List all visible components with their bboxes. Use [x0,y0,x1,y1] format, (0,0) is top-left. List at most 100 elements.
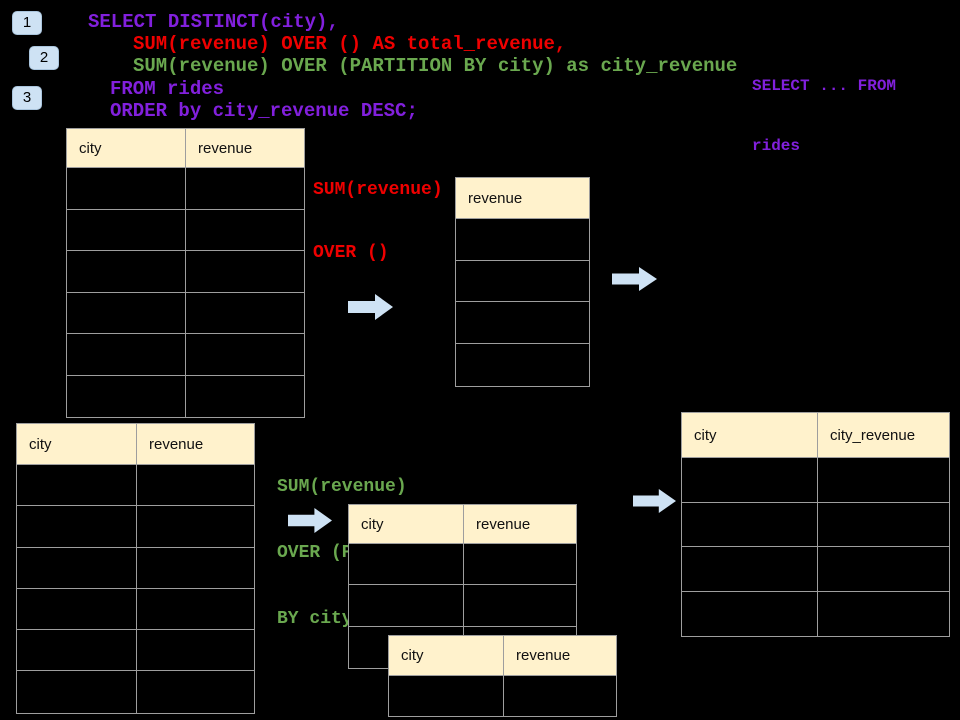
side-note-line-1: SELECT ... FROM [752,77,897,95]
column-header-city: city [349,505,464,544]
table-body [682,458,949,636]
table-row [389,676,616,716]
table-city-revenue-result: city city_revenue [681,412,950,637]
table-row [17,465,254,507]
table-row [349,544,576,586]
table-row [17,588,254,631]
arrow-right-icon [612,267,657,291]
step-badge-1: 1 [12,11,42,35]
annotation-partition-line-1: SUM(revenue) [277,477,407,497]
table-header-row: city revenue [17,424,254,465]
table-cell-empty [137,671,254,712]
table-body [17,465,254,713]
column-header-revenue: revenue [464,505,576,544]
table-cell-empty [504,676,616,716]
table-header-row: city revenue [67,129,304,168]
table-cell-empty [818,458,949,503]
table-row [17,506,254,548]
table-cell-empty [456,302,589,345]
table-row [17,630,254,672]
table-cell-empty [186,334,304,376]
table-cell-empty [17,465,137,507]
table-cell-empty [818,547,949,592]
column-header-city: city [17,424,137,465]
table-row [682,502,949,547]
table-cell-empty [186,168,304,210]
table-row [682,547,949,592]
table-cell-empty [17,588,137,631]
table-cell-empty [186,293,304,334]
table-cell-empty [818,592,949,637]
table-header-row: city revenue [349,505,576,544]
table-cell-empty [456,261,589,303]
table-body [389,676,616,716]
column-header-revenue: revenue [504,636,616,676]
column-header-city-revenue: city_revenue [818,413,949,458]
table-row [67,251,304,293]
table-cell-empty [682,591,818,636]
table-header-row: revenue [456,178,589,219]
table-total-revenue-result: revenue [455,177,590,387]
table-row [456,344,589,386]
table-cell-empty [389,676,504,716]
side-note-line-2: rides [752,137,801,155]
table-cell-empty [17,506,137,548]
table-cell-empty [17,671,137,713]
table-cell-empty [682,458,818,503]
table-row [682,458,949,503]
table-cell-empty [137,630,254,672]
table-source-top: city revenue [66,128,305,418]
table-body [456,219,589,386]
table-cell-empty [137,506,254,548]
table-cell-empty [67,334,186,376]
table-header-row: city city_revenue [682,413,949,458]
table-cell-empty [464,544,576,586]
table-cell-empty [682,502,818,547]
table-cell-empty [186,376,304,418]
table-cell-empty [137,548,254,589]
table-row [67,334,304,376]
table-cell-empty [456,219,589,261]
table-row [682,591,949,637]
table-cell-empty [67,375,186,417]
table-cell-empty [17,547,137,589]
column-header-city: city [682,413,818,458]
table-row [456,261,589,303]
step-badge-2: 2 [29,46,59,70]
table-cell-empty [456,344,589,386]
annotation-total-line-2: OVER () [313,243,389,263]
table-cell-empty [17,630,137,672]
table-cell-empty [682,547,818,592]
table-cell-empty [464,585,576,627]
arrow-right-icon [633,489,676,513]
table-cell-empty [818,503,949,547]
table-cell-empty [67,251,186,293]
table-source-bottom: city revenue [16,423,255,714]
column-header-revenue: revenue [137,424,254,465]
table-row [17,547,254,589]
table-row [456,219,589,261]
table-partition-overlay: city revenue [388,635,617,717]
sql-line-select: SELECT DISTINCT(city), [88,11,339,33]
sql-line-total-revenue: SUM(revenue) OVER () AS total_revenue, [133,33,567,55]
column-header-city: city [389,636,504,676]
table-row [67,209,304,251]
table-body [67,168,304,417]
table-row [67,375,304,418]
annotation-total-window: SUM(revenue) OVER () [313,138,443,306]
table-cell-empty [349,544,464,586]
table-cell-empty [67,168,186,210]
table-row [17,671,254,713]
column-header-revenue: revenue [186,129,304,168]
table-cell-empty [186,251,304,293]
table-cell-empty [186,210,304,251]
side-note-select-from-rides: SELECT ... FROM rides [752,36,896,196]
sql-line-from: FROM rides [110,78,225,100]
table-row [456,302,589,345]
table-row [349,585,576,627]
column-header-revenue: revenue [456,178,589,219]
sql-line-city-revenue: SUM(revenue) OVER (PARTITION BY city) as… [133,55,738,77]
table-cell-empty [137,589,254,631]
annotation-total-line-1: SUM(revenue) [313,180,443,200]
